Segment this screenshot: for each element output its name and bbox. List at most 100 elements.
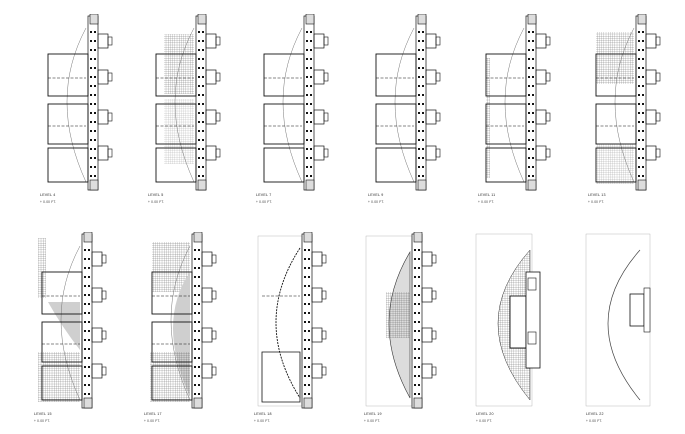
service-box (527, 277, 537, 291)
service-notch (211, 330, 217, 340)
column (90, 40, 92, 42)
wing-block (485, 147, 527, 183)
service-notch (323, 72, 329, 82)
column (94, 49, 96, 51)
service-notch (321, 254, 327, 264)
column (532, 67, 534, 69)
service-notch (435, 148, 441, 158)
column (306, 112, 308, 114)
column (414, 393, 416, 395)
column (94, 103, 96, 105)
column (198, 384, 200, 386)
column (418, 139, 420, 141)
column (198, 267, 200, 269)
column (306, 49, 308, 51)
column (198, 285, 200, 287)
curve-outline (504, 27, 525, 183)
column (532, 76, 534, 78)
core-spine (415, 15, 427, 191)
column (308, 384, 310, 386)
elevation-label: + 0.00 FT. (478, 200, 495, 204)
column (94, 130, 96, 132)
column (84, 267, 86, 269)
column (94, 94, 96, 96)
column (414, 312, 416, 314)
service-box (311, 327, 323, 343)
column (528, 103, 530, 105)
column (638, 40, 640, 42)
column (306, 139, 308, 141)
column (94, 121, 96, 123)
column (306, 148, 308, 150)
plan-drawing (263, 14, 329, 191)
column (528, 58, 530, 60)
column (94, 139, 96, 141)
column (532, 40, 534, 42)
column (532, 130, 534, 132)
column (642, 112, 644, 114)
service-box (311, 287, 323, 303)
column (304, 303, 306, 305)
column (94, 67, 96, 69)
column (418, 339, 420, 341)
column (84, 249, 86, 251)
column (308, 258, 310, 260)
stair-core (413, 232, 423, 243)
service-box (205, 33, 217, 49)
outline (257, 235, 303, 407)
column (198, 157, 200, 159)
core-spine (195, 15, 207, 191)
column (642, 94, 644, 96)
column (422, 148, 424, 150)
elevation-label: + 0.00 FT. (586, 419, 603, 423)
column (202, 58, 204, 60)
column (88, 348, 90, 350)
elevation-label: + 0.00 FT. (148, 200, 165, 204)
column (418, 294, 420, 296)
service-notch (107, 36, 113, 46)
service-notch (101, 290, 107, 300)
service-box (91, 327, 103, 343)
column (418, 267, 420, 269)
plan-level-9 (366, 14, 446, 192)
column (642, 40, 644, 42)
column (414, 366, 416, 368)
column (642, 166, 644, 168)
column (90, 67, 92, 69)
column (528, 76, 530, 78)
service-notch (435, 112, 441, 122)
level-label: LEVEL 9 (368, 193, 384, 197)
column (418, 49, 420, 51)
column (532, 166, 534, 168)
column (528, 49, 530, 51)
service-notch (323, 36, 329, 46)
elevation-label: + 0.00 FT. (144, 419, 161, 423)
column (304, 384, 306, 386)
curve-outline (60, 245, 81, 401)
column (310, 157, 312, 159)
service-box (645, 69, 657, 85)
service-box (97, 109, 109, 125)
service-box (421, 287, 433, 303)
service-notch (323, 148, 329, 158)
column (414, 384, 416, 386)
column (304, 249, 306, 251)
column (528, 175, 530, 177)
column (202, 157, 204, 159)
column (528, 148, 530, 150)
column (194, 249, 196, 251)
column (306, 67, 308, 69)
level-label: LEVEL 22 (586, 412, 604, 416)
column (642, 148, 644, 150)
service-notch (435, 36, 441, 46)
stair-core (637, 14, 647, 25)
core-spine (81, 233, 93, 409)
service-notch (655, 148, 661, 158)
column (202, 166, 204, 168)
service-notch (323, 112, 329, 122)
service-notch (211, 366, 217, 376)
curve-outline (66, 27, 87, 183)
column (202, 94, 204, 96)
column (528, 166, 530, 168)
column (308, 267, 310, 269)
